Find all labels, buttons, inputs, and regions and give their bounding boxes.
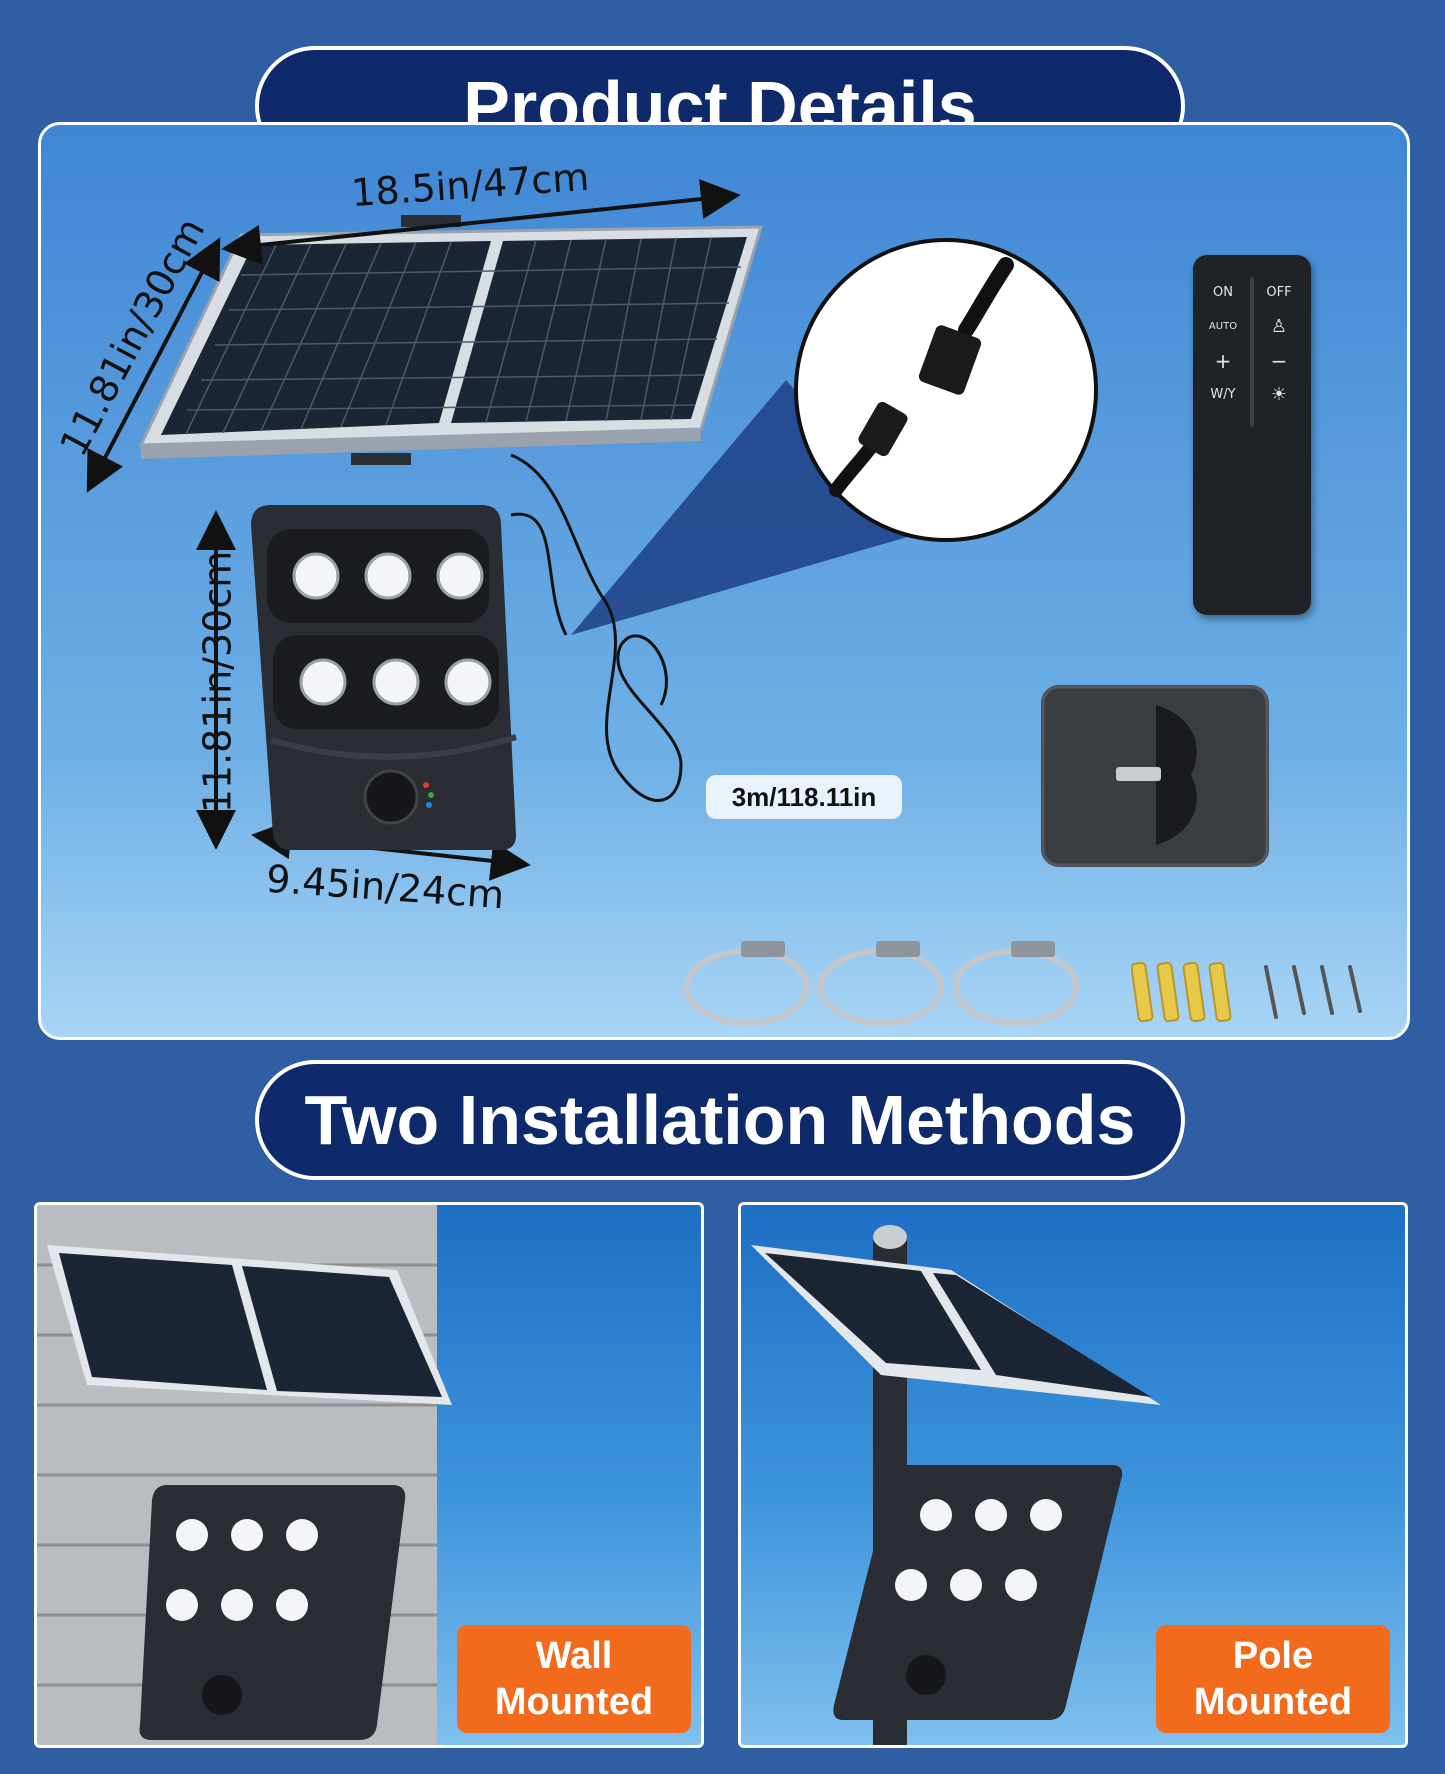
remote-plus-button: + bbox=[1214, 349, 1232, 373]
anchors-and-screws-image bbox=[1131, 961, 1362, 1023]
lamp-height-label: 11.81in/30cm bbox=[195, 550, 240, 814]
hose-clamps-image bbox=[684, 941, 1079, 1026]
pole-badge-line2: Mounted bbox=[1193, 1681, 1353, 1723]
product-details-panel: ON OFF AUTO ♙ + − W/Y ☀ bbox=[38, 122, 1410, 1040]
pole-mounted-scene: Pole Mounted bbox=[738, 1202, 1408, 1748]
motion-icon: ♙ bbox=[1270, 316, 1288, 337]
brightness-icon: ☀ bbox=[1270, 384, 1288, 405]
wall-solar-panel-image bbox=[47, 1245, 452, 1405]
remote-control: ON OFF AUTO ♙ + − W/Y ☀ bbox=[1193, 255, 1311, 615]
remote-auto-button: AUTO bbox=[1208, 321, 1238, 332]
remote-on-button: ON bbox=[1213, 285, 1233, 300]
cable-length-label: 3m/118.11in bbox=[706, 775, 902, 819]
wall-flood-light-image bbox=[139, 1485, 406, 1740]
wall-badge-line1: Wall bbox=[535, 1635, 613, 1677]
pole-badge-line1: Pole bbox=[1232, 1635, 1314, 1677]
mounting-bracket-image bbox=[1041, 685, 1269, 867]
solar-panel-image bbox=[138, 215, 764, 465]
pole-solar-panel-image bbox=[751, 1245, 1161, 1405]
remote-minus-button: − bbox=[1270, 349, 1288, 373]
remote-off-button: OFF bbox=[1266, 285, 1292, 300]
wall-badge-line2: Mounted bbox=[494, 1681, 654, 1723]
pole-mounted-badge: Pole Mounted bbox=[1156, 1625, 1390, 1733]
connector-closeup-image bbox=[794, 238, 1098, 542]
flood-light-image bbox=[251, 505, 517, 850]
pole-flood-light-image bbox=[833, 1465, 1123, 1720]
remote-wy-button: W/Y bbox=[1210, 387, 1236, 402]
installation-methods-heading: Two Installation Methods bbox=[255, 1060, 1185, 1180]
wall-mounted-badge: Wall Mounted bbox=[457, 1625, 691, 1733]
wall-mounted-scene: Wall Mounted bbox=[34, 1202, 704, 1748]
